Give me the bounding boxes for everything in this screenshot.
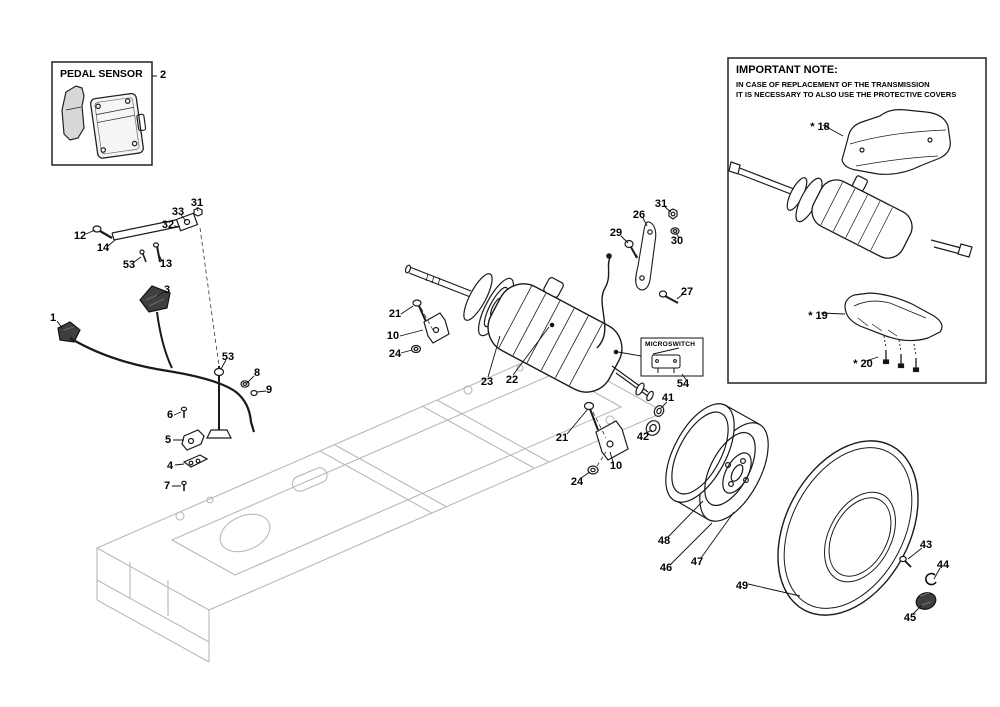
part-label: 10: [609, 460, 623, 472]
part-label: 24: [570, 476, 584, 488]
pedal-linkage-drawing: [57, 207, 258, 491]
important-note-title: IMPORTANT NOTE:: [736, 64, 838, 76]
part-label: 47: [690, 556, 704, 568]
part-label: 31: [654, 198, 668, 210]
part-label: 9: [265, 384, 273, 396]
hub-parts-drawing: [899, 555, 937, 610]
important-note-box: [727, 57, 987, 384]
part-label: 45: [903, 612, 917, 624]
part-label: 29: [609, 227, 623, 239]
important-note-line-2: IT IS NECESSARY TO ALSO USE THE PROTECTI…: [736, 89, 957, 99]
part-label: 54: [676, 378, 690, 390]
pedal-sensor-box: [51, 61, 153, 166]
part-label: 5: [164, 434, 172, 446]
part-label: 3: [163, 284, 171, 296]
part-label: 6: [166, 409, 174, 421]
part-label: 13: [159, 258, 173, 270]
assembly-dashed-lines: [199, 227, 640, 467]
wheel-rim-drawing: [665, 403, 769, 522]
part-label: 43: [919, 539, 933, 551]
part-label: * 18: [810, 121, 830, 133]
part-label: 4: [166, 460, 174, 472]
part-label: 42: [636, 431, 650, 443]
part-label: 49: [735, 580, 749, 592]
microswitch-label: MICROSWITCH: [645, 341, 696, 348]
part-label: 23: [480, 376, 494, 388]
part-label: 41: [661, 392, 675, 404]
part-label: 48: [657, 535, 671, 547]
part-label: 14: [96, 242, 110, 254]
part-label: 1: [49, 312, 57, 324]
part-label: * 20: [853, 358, 873, 370]
part-label: 33: [171, 206, 185, 218]
microswitch-box: [640, 337, 704, 377]
part-label: 21: [388, 308, 402, 320]
part-label: 53: [122, 259, 136, 271]
part-label: 44: [936, 559, 950, 571]
part-label: 27: [680, 286, 694, 298]
cover-bolts-icon: [882, 335, 920, 373]
transmission-assembly-drawing: [404, 208, 680, 475]
important-note-body: IN CASE OF REPLACEMENT OF THE TRANSMISSI…: [736, 80, 956, 99]
part-label: 21: [555, 432, 569, 444]
part-label: 2: [159, 69, 167, 81]
part-label: 31: [190, 197, 204, 209]
part-label: 12: [73, 230, 87, 242]
part-label: 10: [386, 330, 400, 342]
important-note-line-1: IN CASE OF REPLACEMENT OF THE TRANSMISSI…: [736, 80, 930, 89]
chassis-frame-drawing: [95, 349, 666, 663]
part-label: 26: [632, 209, 646, 221]
part-label: 32: [161, 219, 175, 231]
important-note-drawing: [728, 109, 973, 373]
part-label: 30: [670, 235, 684, 247]
part-label: 7: [163, 480, 171, 492]
part-label: 22: [505, 374, 519, 386]
part-label: 53: [221, 351, 235, 363]
leader-lines: [56, 75, 941, 615]
pedal-sensor-box-title: PEDAL SENSOR: [60, 68, 143, 80]
part-label: 8: [253, 367, 261, 379]
part-label: 46: [659, 562, 673, 574]
part-label: 24: [388, 348, 402, 360]
part-label: * 19: [808, 310, 828, 322]
pedal-sensor-drawing: [61, 85, 147, 159]
microswitch-icon: [651, 347, 681, 373]
